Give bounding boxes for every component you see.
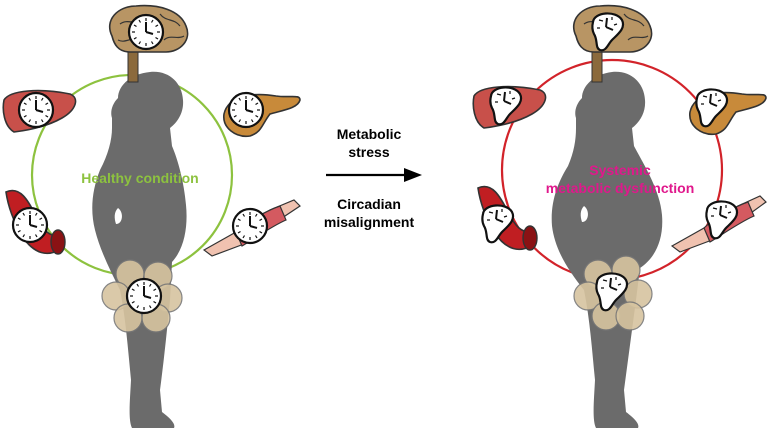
- navel: [580, 206, 588, 222]
- liver-icon: [472, 85, 547, 129]
- navel: [114, 208, 122, 224]
- blood-vessel-icon: [5, 189, 66, 255]
- right-panel: [472, 4, 767, 428]
- misalignment-label: misalignment: [323, 214, 415, 230]
- transition-arrow: [326, 168, 422, 182]
- liver-icon: [2, 89, 77, 133]
- muscle-icon: [670, 195, 767, 253]
- metabolic-label: Metabolic: [336, 126, 402, 142]
- pancreas-icon: [689, 88, 767, 136]
- adipose-tissue-icon: [101, 259, 183, 333]
- stress-label: stress: [348, 144, 390, 160]
- systemic-label: Systemic: [589, 162, 651, 178]
- brain-icon: [109, 4, 189, 83]
- muscle-icon: [202, 199, 301, 257]
- human-silhouette-icon: [551, 71, 663, 428]
- metabolic-dysfunction-label: metabolic dysfunction: [545, 180, 695, 196]
- circadian-label: Circadian: [337, 196, 401, 212]
- left-panel: [2, 4, 301, 428]
- brain-icon: [573, 4, 653, 83]
- healthy-condition-label: Healthy condition: [81, 170, 199, 186]
- blood-vessel-icon: [477, 185, 538, 251]
- human-silhouette-icon: [92, 71, 187, 428]
- pancreas-icon: [223, 91, 301, 138]
- adipose-tissue-icon: [573, 255, 653, 331]
